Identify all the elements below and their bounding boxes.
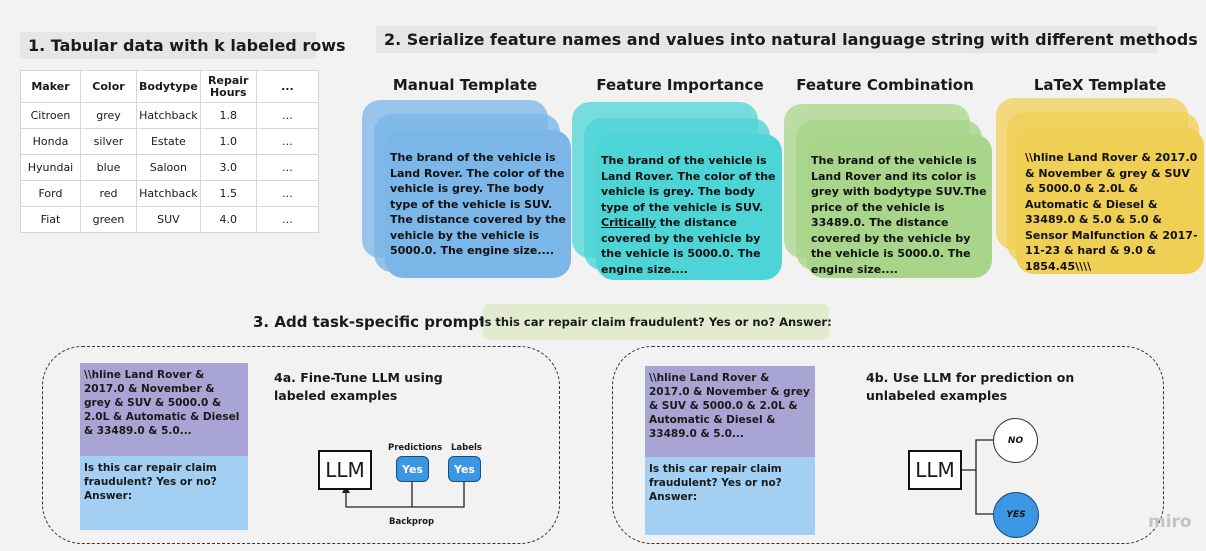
table-header-row: Maker Color Bodytype Repair Hours ...	[20, 70, 320, 103]
labels-label: Labels	[451, 443, 482, 453]
table-header: Color	[80, 70, 137, 103]
task-prompt-text: Is this car repair claim fraudulent? Yes…	[480, 315, 832, 329]
tabular-data-table: Maker Color Bodytype Repair Hours ... Ci…	[20, 70, 320, 233]
finetune-question-box: Is this car repair claim fraudulent? Yes…	[80, 456, 248, 530]
manual-card-front	[385, 130, 571, 278]
table-cell: 3.0	[199, 154, 257, 181]
table-row: Citroen grey Hatchback 1.8 ...	[20, 102, 320, 129]
importance-text-pre: The brand of the vehicle is Land Rover. …	[601, 154, 776, 214]
predict-serialized-text: \\hline Land Rover & 2017.0 & November &…	[649, 372, 810, 440]
finetune-serialized-box: \\hline Land Rover & 2017.0 & November &…	[80, 363, 248, 456]
manual-template-text: The brand of the vehicle is Land Rover. …	[390, 151, 566, 257]
table-row: Honda silver Estate 1.0 ...	[20, 128, 320, 155]
finetune-llm-box: LLM	[318, 450, 372, 490]
table-cell: SUV	[136, 206, 201, 233]
no-output-circle: NO	[993, 418, 1038, 463]
step2-title: 2. Serialize feature names and values in…	[376, 26, 1198, 53]
predict-llm-label: LLM	[915, 458, 955, 482]
table-cell: 4.0	[199, 206, 257, 233]
importance-text-post: the distance covered by the vehicle by t…	[601, 216, 761, 276]
table-cell: 1.0	[199, 128, 257, 155]
table-cell: 1.5	[199, 180, 257, 207]
table-header: ...	[255, 70, 320, 103]
branch-yes-line	[975, 470, 994, 515]
finetune-section	[42, 346, 560, 544]
table-header-text: Repair Hours	[208, 73, 249, 99]
table-cell: Citroen	[20, 102, 81, 129]
miro-watermark: miro	[1148, 512, 1192, 532]
predictions-label: Predictions	[388, 443, 443, 453]
table-cell: silver	[80, 128, 137, 155]
yes-output-circle: YES	[993, 492, 1039, 538]
table-cell: grey	[80, 102, 137, 129]
table-cell: ...	[255, 128, 320, 155]
table-cell: green	[80, 206, 137, 233]
label-yes-box: Yes	[448, 456, 481, 482]
yes-output-text: YES	[1006, 510, 1026, 520]
table-cell: ...	[255, 206, 320, 233]
table-cell: red	[80, 180, 137, 207]
feature-combination-text: The brand of the vehicle is Land Rover a…	[811, 154, 987, 276]
finetune-question-text: Is this car repair claim fraudulent? Yes…	[84, 462, 217, 502]
latex-template-text: \\hline Land Rover & 2017.0 & November &…	[1025, 151, 1198, 273]
table-cell: blue	[80, 154, 137, 181]
label-yes-text: Yes	[454, 462, 475, 476]
table-cell: Honda	[20, 128, 81, 155]
predict-question-box: Is this car repair claim fraudulent? Yes…	[645, 457, 815, 535]
finetune-llm-label: LLM	[325, 458, 365, 482]
manual-template-title: Manual Template	[392, 76, 538, 94]
table-cell: 1.8	[199, 102, 257, 129]
table-header: Maker	[20, 70, 81, 103]
predict-question-text: Is this car repair claim fraudulent? Yes…	[649, 463, 782, 503]
latex-card-front	[1016, 128, 1204, 274]
latex-template-title: LaTeX Template	[1033, 76, 1167, 94]
predict-llm-box: LLM	[908, 450, 962, 490]
predict-serialized-box: \\hline Land Rover & 2017.0 & November &…	[645, 366, 815, 457]
task-prompt-box: Is this car repair claim fraudulent? Yes…	[480, 304, 832, 340]
feature-combination-title: Feature Combination	[796, 76, 974, 94]
feature-importance-text: The brand of the vehicle is Land Rover. …	[601, 153, 779, 277]
step4b-title: 4b. Use LLM for prediction on unlabeled …	[866, 370, 1075, 403]
step1-title: 1. Tabular data with k labeled rows	[20, 32, 346, 59]
backprop-line	[345, 482, 465, 508]
table-header: Bodytype	[136, 70, 201, 103]
no-output-text: NO	[1007, 435, 1024, 446]
step4a-title: 4a. Fine-Tune LLM using labeled examples	[274, 370, 443, 403]
prediction-yes-box: Yes	[396, 456, 429, 482]
importance-card-front	[596, 134, 782, 280]
table-row: Fiat green SUV 4.0 ...	[20, 206, 320, 233]
table-cell: Estate	[136, 128, 201, 155]
branch-no-line	[975, 439, 994, 470]
table-cell: Ford	[20, 180, 81, 207]
feature-importance-title: Feature Importance	[596, 76, 764, 94]
finetune-serialized-text: \\hline Land Rover & 2017.0 & November &…	[84, 369, 240, 437]
combination-card-front	[806, 134, 992, 278]
prediction-yes-text: Yes	[402, 462, 423, 476]
backprop-label: Backprop	[389, 517, 435, 527]
table-row: Ford red Hatchback 1.5 ...	[20, 180, 320, 207]
prediction-section	[612, 346, 1164, 544]
step3-title: 3. Add task-specific prompt	[253, 313, 487, 331]
table-cell: ...	[255, 180, 320, 207]
table-row: Hyundai blue Saloon 3.0 ...	[20, 154, 320, 181]
importance-text-critical: Critically	[601, 216, 656, 229]
